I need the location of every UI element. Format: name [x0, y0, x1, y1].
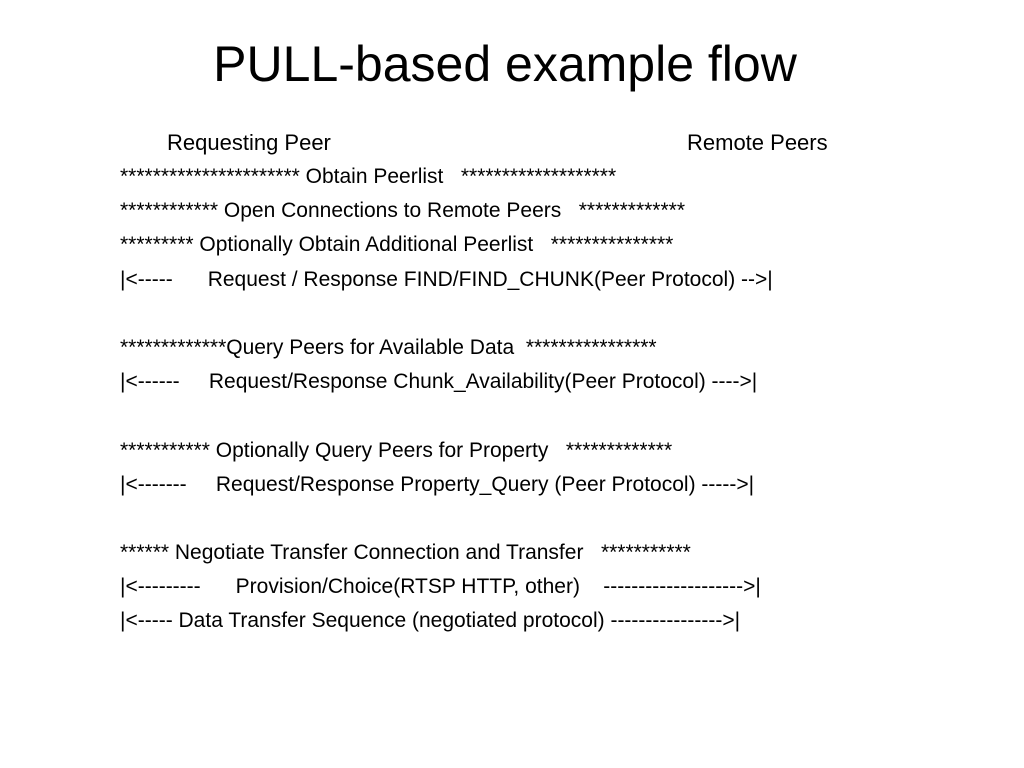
slide-title: PULL-based example flow	[213, 36, 797, 92]
flow-spacer	[120, 502, 1000, 536]
flow-step-query-property: *********** Optionally Query Peers for P…	[120, 438, 673, 462]
flow-step-obtain-peerlist: ********************** Obtain Peerlist *…	[120, 165, 617, 188]
flow-step-query-available-data: *************Query Peers for Available D…	[120, 335, 657, 359]
flow-body: ********************** Obtain Peerlist *…	[120, 160, 1000, 639]
flow-message-find: |<----- Request / Response FIND/FIND_CHU…	[120, 267, 773, 291]
flow-message-provision-choice: |<--------- Provision/Choice(RTSP HTTP, …	[120, 575, 761, 599]
flow-step-negotiate-transfer: ****** Negotiate Transfer Connection and…	[120, 541, 691, 565]
flow-message-data-transfer: |<----- Data Transfer Sequence (negotiat…	[120, 609, 741, 633]
flow-step-open-connections: ************ Open Connections to Remote …	[120, 199, 686, 223]
flow-step-additional-peerlist: ********* Optionally Obtain Additional P…	[120, 233, 674, 257]
flow-spacer	[120, 297, 1000, 331]
flow-message-property-query: |<------- Request/Response Property_Quer…	[120, 472, 755, 496]
flow-message-chunk-availability: |<------ Request/Response Chunk_Availabi…	[120, 370, 758, 394]
remote-peers-label: Remote Peers	[687, 130, 828, 155]
flow-header: Requesting Peer Remote Peers	[0, 127, 1024, 159]
flow-spacer	[120, 399, 1000, 433]
requesting-peer-label: Requesting Peer	[167, 130, 331, 155]
